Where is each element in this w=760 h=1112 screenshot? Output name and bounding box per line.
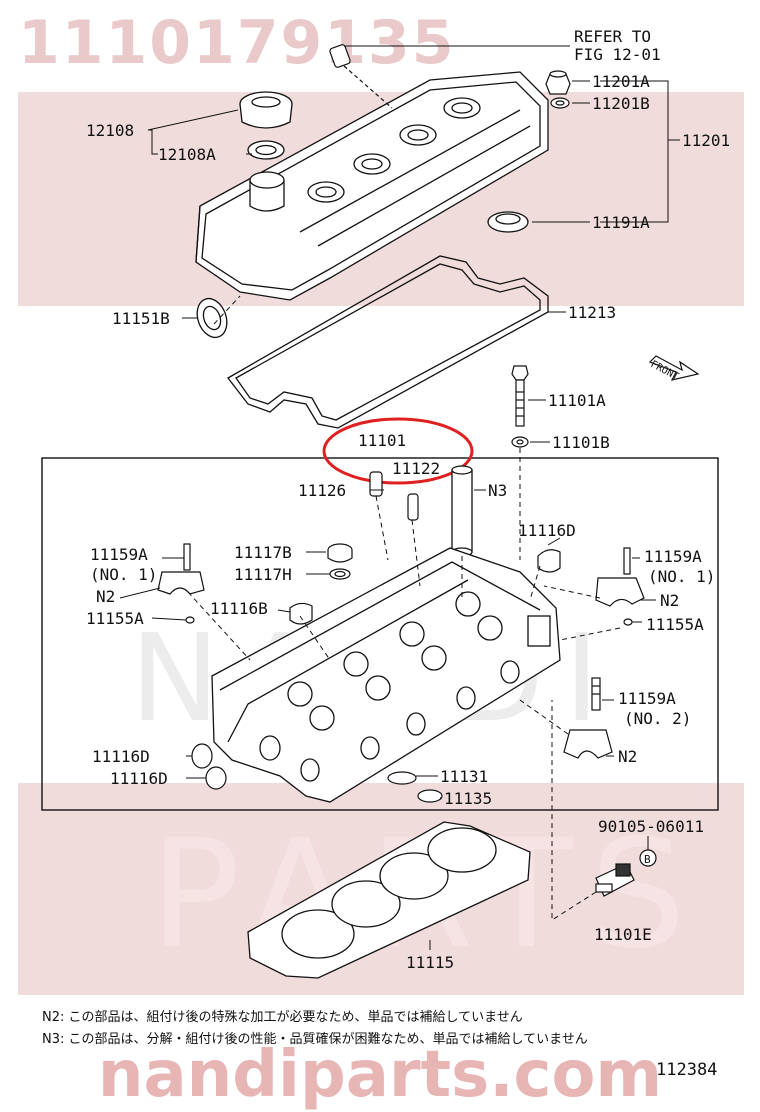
label-11191A: 11191A	[592, 213, 650, 232]
label-11155A-right: 11155A	[646, 615, 704, 634]
note-n3: N3: この部品は、分解・組付け後の性能・品質確保が困難なため、単品では補給して…	[42, 1032, 588, 1047]
cover-nut	[545, 70, 571, 95]
label-refer-to: REFER TO	[574, 27, 651, 46]
label-11101A: 11101A	[548, 391, 606, 410]
label-11101: 11101	[358, 431, 406, 450]
cam-plug	[327, 543, 353, 563]
watermark-part-number: 1110179135	[18, 8, 456, 78]
label-refer-fig: FIG 12-01	[574, 45, 661, 64]
label-11155A-left: 11155A	[86, 609, 144, 628]
label-11201B: 11201B	[592, 94, 650, 113]
leader-lines	[119, 45, 680, 950]
cam-seal	[196, 297, 228, 339]
label-11116D-top: 11116D	[518, 521, 576, 540]
label-11201A: 11201A	[592, 72, 650, 91]
bolt-marker-label: B	[644, 853, 651, 866]
cam-plug-ring	[329, 568, 351, 580]
label-11159A-right: 11159A	[644, 547, 702, 566]
highlight-ellipse	[322, 417, 474, 485]
label-11151B: 11151B	[112, 309, 170, 328]
oil-filler-cap	[239, 91, 293, 129]
label-11117B: 11117B	[234, 543, 292, 562]
label-n2-lower: N2	[618, 747, 637, 766]
label-no1-left: (NO. 1)	[90, 565, 157, 584]
head-gasket	[247, 821, 531, 979]
cover-washer	[550, 97, 570, 109]
label-11135: 11135	[444, 789, 492, 808]
dashed-leader-lines	[187, 295, 621, 921]
valve-cover	[195, 71, 549, 301]
note-n2: N2: この部品は、組付け後の特殊な加工が必要なため、単品では補給していません	[42, 1010, 523, 1025]
label-11126: 11126	[298, 481, 346, 500]
cylinder-head	[211, 547, 561, 803]
label-no2: (NO. 2)	[624, 709, 691, 728]
label-no1-right: (NO. 1)	[648, 567, 715, 586]
label-11116D-a: 11116D	[92, 747, 150, 766]
watermark-footer: nandiparts.com	[97, 1038, 663, 1112]
plug-tube-seal	[487, 211, 529, 233]
label-11101E: 11101E	[594, 925, 652, 944]
head-bolt-washer	[511, 436, 529, 448]
front-arrow: FRONT	[649, 355, 700, 383]
bearing-cap-no2	[563, 677, 613, 759]
bolt-marker: B	[639, 849, 657, 867]
label-90105: 90105-06011	[598, 817, 704, 836]
label-11213: 11213	[568, 303, 616, 322]
plug-gaskets	[387, 771, 443, 803]
valve-guide-bushing	[369, 471, 419, 521]
label-n3: N3	[488, 481, 507, 500]
bearing-cap-left	[157, 543, 205, 624]
label-11116D-b: 11116D	[110, 769, 168, 788]
label-n2-right: N2	[660, 591, 679, 610]
diagram-code: 112384	[656, 1060, 718, 1080]
bearing-cap-right	[595, 547, 645, 626]
label-11116B: 11116B	[210, 599, 268, 618]
label-12108: 12108	[86, 121, 134, 140]
label-11117H: 11117H	[234, 565, 292, 584]
label-11122: 11122	[392, 459, 440, 478]
head-bolt	[511, 365, 529, 427]
label-11201: 11201	[682, 131, 730, 150]
label-11115: 11115	[406, 953, 454, 972]
label-11159A-no2: 11159A	[618, 689, 676, 708]
expansion-plug-top	[537, 549, 561, 573]
temperature-sensor	[595, 863, 635, 897]
oil-filler-gasket	[247, 140, 285, 160]
cylinder-head-group-frame	[41, 457, 719, 811]
label-11101B: 11101B	[552, 433, 610, 452]
expansion-plug-lower	[191, 743, 227, 790]
label-12108A: 12108A	[158, 145, 216, 164]
cam-hole-plug	[289, 602, 313, 625]
vacuum-fitting	[329, 44, 393, 109]
spark-plug-tube	[451, 465, 473, 557]
label-n2-left: N2	[96, 587, 115, 606]
label-11131: 11131	[440, 767, 488, 786]
label-11159A-left: 11159A	[90, 545, 148, 564]
